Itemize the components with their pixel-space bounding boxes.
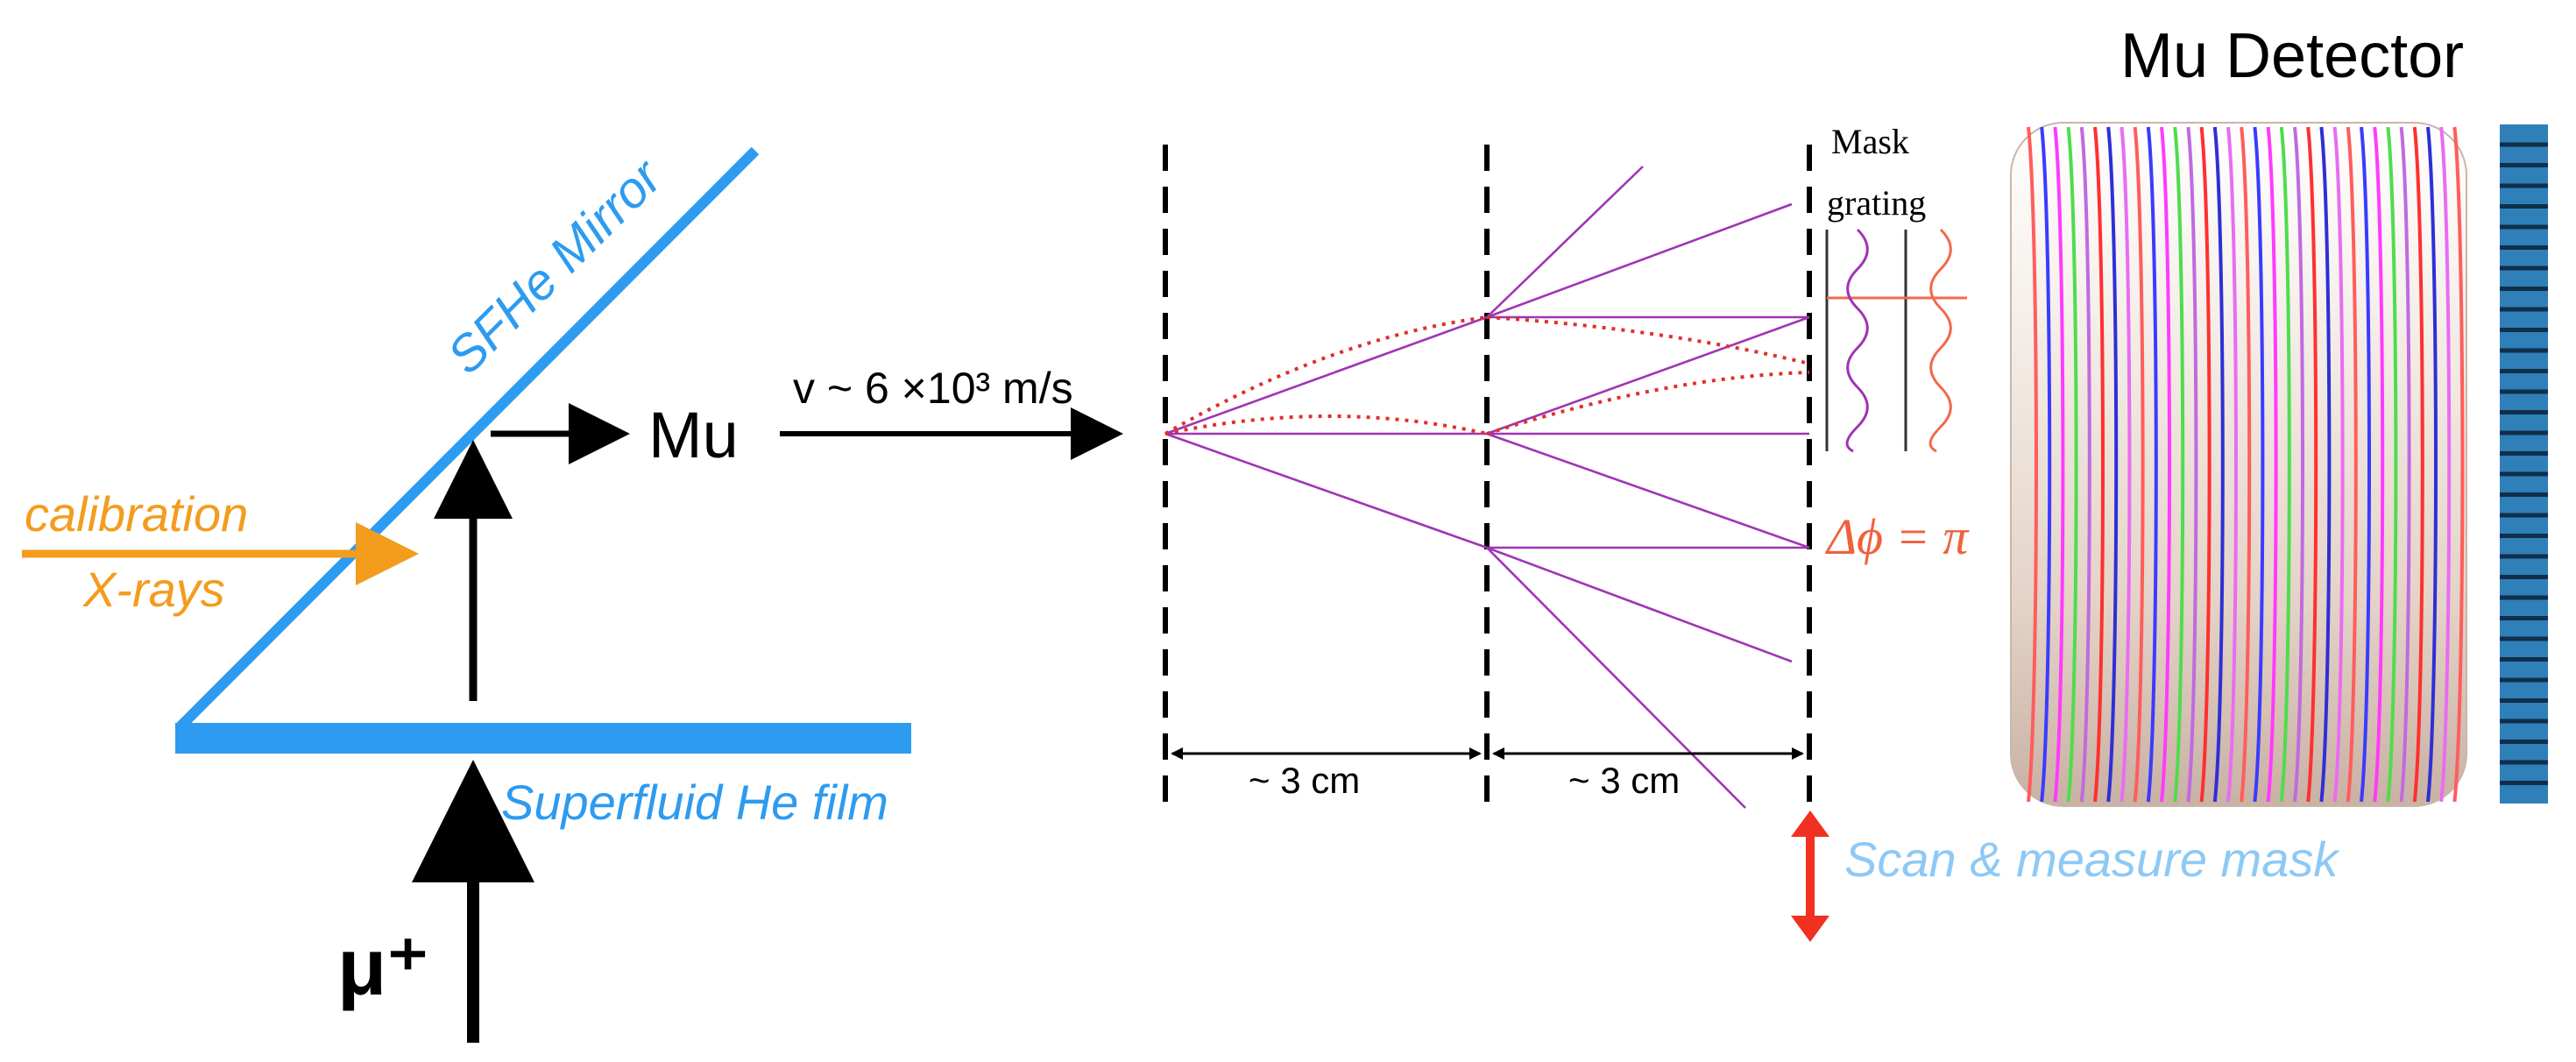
- detector-ring: [2066, 126, 2078, 803]
- detector-ring: [2226, 126, 2238, 803]
- grating-label: grating: [1827, 183, 1926, 223]
- detector-ring: [2412, 126, 2424, 803]
- detector-ring: [2133, 126, 2145, 803]
- detector-ring: [2346, 126, 2358, 803]
- detector-ring: [2266, 126, 2278, 803]
- muonium-label: Mu: [648, 399, 739, 471]
- film-label: Superfluid He film: [501, 775, 888, 830]
- diffraction-paths: [1164, 166, 1810, 809]
- velocity-label: v ~ 6 ×10³ m/s: [793, 364, 1073, 413]
- detector-ring: [2212, 126, 2225, 803]
- xrays-label: X-rays: [81, 562, 225, 617]
- spacing-label-1: ~ 3 cm: [1249, 760, 1360, 801]
- detector-ring: [2186, 126, 2198, 803]
- detector-ring: [2293, 126, 2304, 803]
- sfhe-mirror: [175, 146, 760, 732]
- detector-ring: [2120, 126, 2132, 803]
- detector-ring: [2319, 126, 2332, 803]
- mu-detector-drum: [2010, 122, 2467, 807]
- detector-ring: [2373, 126, 2385, 803]
- muon-label: μ⁺: [337, 923, 429, 1012]
- mask-label: Mask: [1831, 122, 1909, 161]
- detector-side-strip: [2500, 124, 2548, 804]
- mask-grating-inset: [1825, 228, 1967, 453]
- detector-ring: [2106, 126, 2119, 803]
- scan-label: Scan & measure mask: [1844, 832, 2340, 887]
- detector-ring: [2332, 126, 2345, 803]
- detector-ring: [2199, 126, 2212, 803]
- detector-ring: [2040, 126, 2052, 803]
- detector-ring: [2146, 126, 2158, 803]
- mask-wave-purple: [1845, 228, 1869, 453]
- detector-ring: [2053, 126, 2065, 803]
- detector-ring: [2360, 126, 2371, 803]
- detector-ring: [2279, 126, 2291, 803]
- superfluid-he-film: [175, 723, 911, 754]
- detector-ring: [2452, 126, 2465, 803]
- detector-ring: [2160, 126, 2171, 803]
- interference-arcs: [1164, 315, 1810, 435]
- spacing-label-2: ~ 3 cm: [1568, 760, 1680, 801]
- detector-rings: [2027, 126, 2465, 803]
- detector-ring: [2253, 126, 2265, 803]
- detector-ring: [2439, 126, 2452, 803]
- detector-ring: [2306, 126, 2318, 803]
- mu-detector-title: Mu Detector: [2120, 21, 2464, 91]
- detector-ring: [2386, 126, 2398, 803]
- detector-ring: [2426, 126, 2438, 803]
- double-vertical-arrow-icon: [1791, 811, 1829, 942]
- detector-ring: [2173, 126, 2185, 803]
- calibration-label: calibration: [25, 486, 248, 542]
- phase-shift-label: Δϕ = π: [1825, 508, 1970, 565]
- detector-ring: [2079, 126, 2091, 803]
- mask-wave-red: [1928, 228, 1952, 453]
- detector-ring: [2399, 126, 2411, 803]
- detector-ring: [2027, 126, 2038, 803]
- detector-ring: [2093, 126, 2105, 803]
- detector-ring: [2240, 126, 2252, 803]
- grating-lines: [1163, 145, 1812, 802]
